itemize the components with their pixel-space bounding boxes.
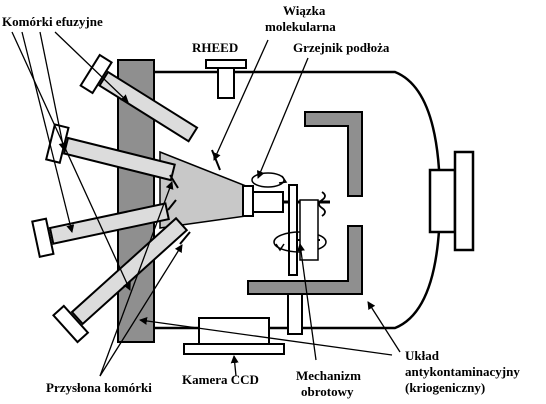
rotation-arrow-top xyxy=(251,172,285,188)
label-molecular-beam-line2: molekularna xyxy=(265,19,336,34)
rotation-mechanism-block xyxy=(299,199,319,261)
label-effusion-cells: Komórki efuzyjne xyxy=(2,14,103,29)
label-rotation-mechanism-line2: obrotowy xyxy=(301,384,354,399)
label-cryo-system-line2: antykontaminacyjny xyxy=(405,364,520,379)
substrate-holder xyxy=(242,185,254,217)
heater-coil xyxy=(318,191,326,217)
substrate-heater-block xyxy=(252,191,284,213)
effusion-cell-2 xyxy=(44,123,176,182)
label-rotation-mechanism-line1: Mechanizm xyxy=(296,368,361,383)
rotation-mechanism-foot xyxy=(287,293,303,335)
ccd-port-flange xyxy=(183,343,285,355)
label-cryo-system-line1: Układ xyxy=(405,348,440,363)
effusion-cell-3 xyxy=(31,202,170,258)
chamber-end-cap xyxy=(453,150,475,252)
effusion-cell-4 xyxy=(52,216,189,344)
chamber-end-flange xyxy=(428,168,457,234)
label-cell-shutter: Przysłona komórki xyxy=(46,380,152,395)
rotation-mechanism-plate xyxy=(288,184,298,276)
rheed-port-flange xyxy=(205,59,247,69)
cryoshroud-lower xyxy=(247,225,363,295)
label-rheed: RHEED xyxy=(192,40,238,55)
rheed-port-tube xyxy=(217,67,235,99)
label-substrate-heater: Grzejnik podłoża xyxy=(293,40,390,55)
label-ccd-camera: Kamera CCD xyxy=(182,372,259,387)
label-cryo-system-line3: (kriogeniczny) xyxy=(405,380,485,395)
leader-lines xyxy=(11,31,401,377)
ccd-port-body xyxy=(198,317,270,345)
label-molecular-beam-line1: Wiązka xyxy=(283,3,326,18)
cryoshroud-upper xyxy=(304,111,363,197)
